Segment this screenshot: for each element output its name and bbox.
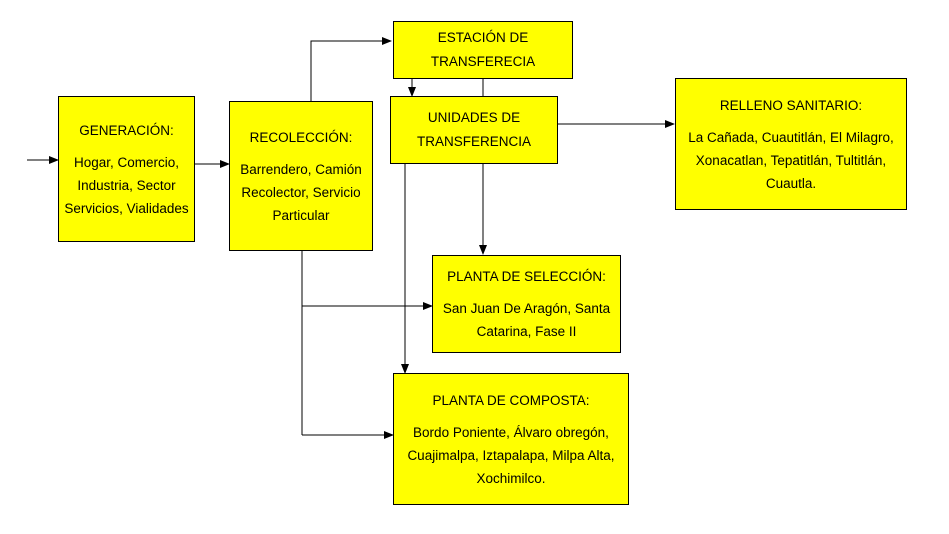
node-recoleccion-title: RECOLECCIÓN: — [249, 129, 353, 145]
node-generacion-line: Hogar, Comercio, — [73, 154, 180, 170]
node-relleno: RELLENO SANITARIO: La Cañada, Cuautitlán… — [675, 78, 907, 210]
node-composta-title: PLANTA DE COMPOSTA: — [432, 392, 590, 408]
node-seleccion-title: PLANTA DE SELECCIÓN: — [447, 269, 606, 284]
node-generacion-title: GENERACIÓN: — [79, 122, 174, 138]
node-unidades: UNIDADES DE TRANSFERENCIA — [390, 96, 558, 164]
node-composta-line: Cuajimalpa, Iztapalapa, Milpa Alta, — [407, 447, 615, 463]
node-recoleccion-line: Recolector, Servicio — [241, 184, 361, 200]
node-generacion-line: Industria, Sector — [77, 177, 176, 193]
node-estacion-line: ESTACIÓN DE — [437, 30, 529, 45]
arrow-recoleccion-to-estacion — [310, 37, 392, 101]
node-relleno-line: Cuautla. — [765, 175, 817, 191]
node-estacion: ESTACIÓN DE TRANSFERECIA — [393, 21, 573, 79]
node-recoleccion: RECOLECCIÓN: Barrendero, Camión Recolect… — [229, 101, 373, 251]
node-relleno-line: Xonacatlan, Tepatitlán, Tultitlán, — [695, 152, 887, 168]
node-composta: PLANTA DE COMPOSTA: Bordo Poniente, Álva… — [393, 373, 629, 505]
node-composta-line: Bordo Poniente, Álvaro obregón, — [413, 424, 609, 440]
node-recoleccion-line: Particular — [272, 207, 330, 223]
node-recoleccion-line: Barrendero, Camión — [240, 161, 362, 177]
node-seleccion-line: Catarina, Fase II — [476, 324, 577, 339]
node-generacion-line: Servicios, Vialidades — [64, 200, 189, 216]
node-relleno-line: La Cañada, Cuautitlán, El Milagro, — [688, 129, 894, 145]
node-seleccion-line: San Juan De Aragón, Santa — [442, 301, 611, 316]
node-composta-line: Xochimilco. — [476, 470, 546, 486]
node-estacion-line: TRANSFERECIA — [430, 54, 536, 69]
node-unidades-line: TRANSFERENCIA — [416, 134, 531, 149]
node-generacion: GENERACIÓN: Hogar, Comercio, Industria, … — [58, 96, 195, 242]
node-unidades-line: UNIDADES DE — [427, 110, 521, 125]
node-relleno-title: RELLENO SANITARIO: — [719, 97, 863, 113]
node-seleccion: PLANTA DE SELECCIÓN: San Juan De Aragón,… — [432, 255, 621, 353]
